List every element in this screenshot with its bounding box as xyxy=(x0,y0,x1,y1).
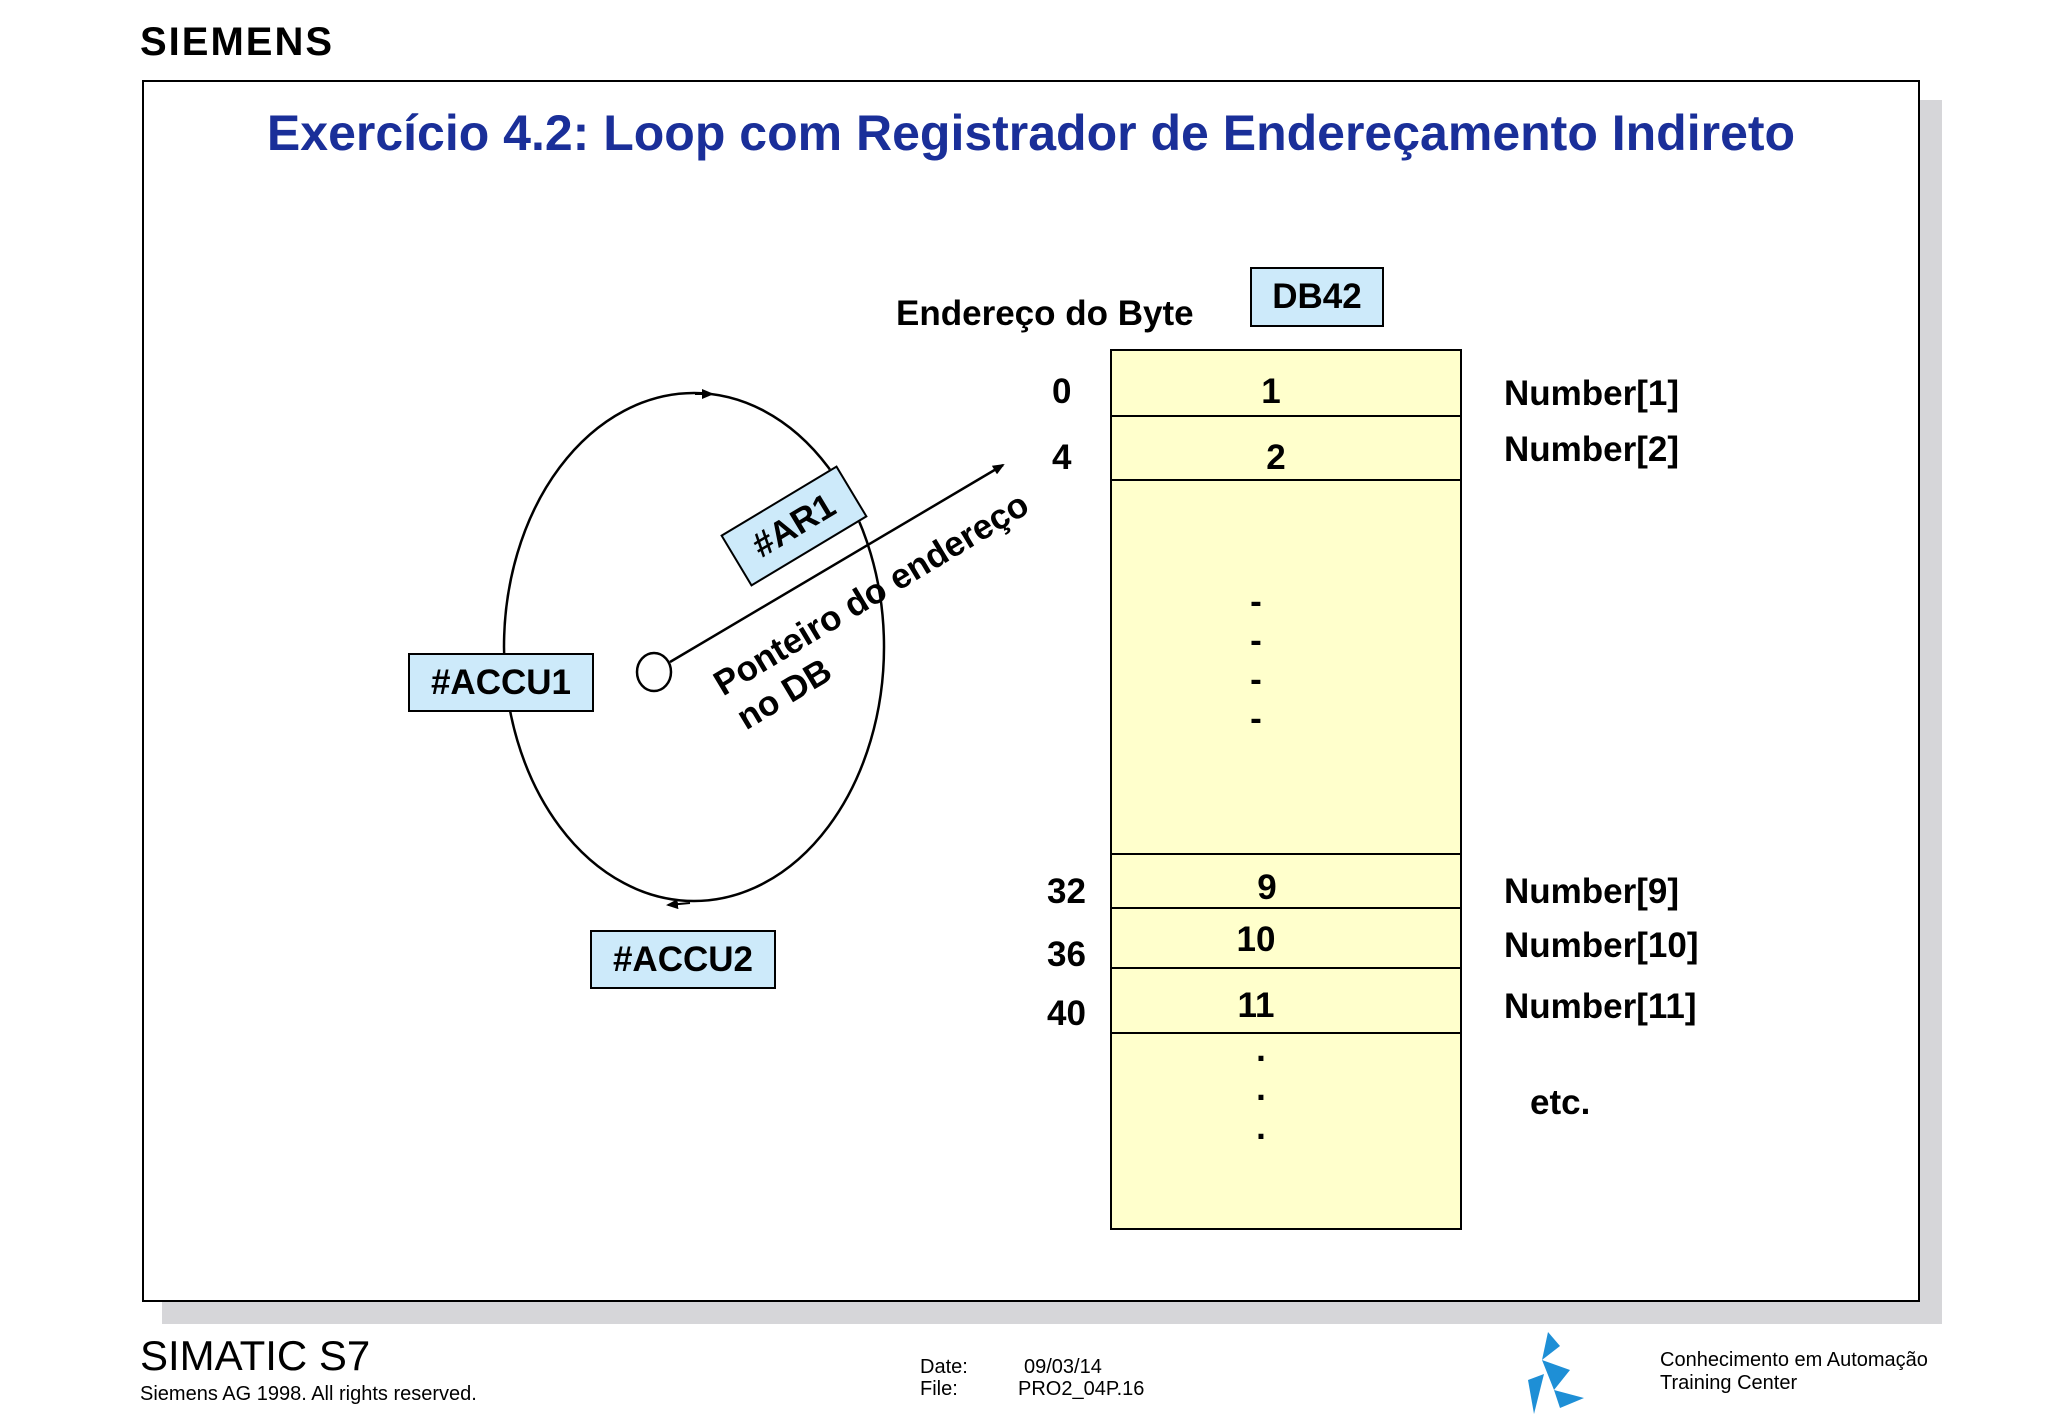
middle-ellipsis: - - - - xyxy=(1250,582,1262,738)
etc-label: etc. xyxy=(1530,1083,1591,1122)
db-name-box: DB42 xyxy=(1250,267,1384,327)
db-cell-value: 9 xyxy=(1257,868,1277,907)
byte-address: 4 xyxy=(1052,438,1072,477)
db-row-divider xyxy=(1112,1032,1460,1034)
siemens-logo: SIEMENS xyxy=(140,20,335,64)
byte-address-header: Endereço do Byte xyxy=(896,294,1194,333)
db-cell-value: 11 xyxy=(1237,986,1275,1025)
db-row-divider xyxy=(1112,479,1460,481)
accu2-register-label: #ACCU2 xyxy=(612,939,754,979)
accu1-register-label: #ACCU1 xyxy=(430,662,572,702)
center-line1: Conhecimento em Automação xyxy=(1660,1349,1928,1371)
variable-name: Number[9] xyxy=(1504,872,1680,911)
byte-address: 40 xyxy=(1047,994,1086,1033)
db-cell-value: 2 xyxy=(1266,438,1286,477)
db-row-divider xyxy=(1112,907,1460,909)
variable-name: Number[1] xyxy=(1504,374,1680,413)
training-center-logo-icon xyxy=(1528,1332,1584,1414)
pointer-arrow xyxy=(669,463,1005,664)
db-row-divider xyxy=(1112,967,1460,969)
db-cell-value: 1 xyxy=(1261,372,1281,411)
date-label: Date: xyxy=(920,1356,968,1378)
variable-name: Number[10] xyxy=(1504,926,1699,965)
variable-name: Number[2] xyxy=(1504,430,1680,469)
product-name: SIMATIC S7 xyxy=(140,1332,371,1379)
db-row-divider xyxy=(1112,853,1460,855)
accu2-register-box: #ACCU2 xyxy=(590,930,776,989)
center-line2: Training Center xyxy=(1660,1372,1798,1394)
db-name-label: DB42 xyxy=(1272,277,1362,316)
slide-title: Exercício 4.2: Loop com Registrador de E… xyxy=(266,105,1796,161)
variable-name: Number[11] xyxy=(1504,987,1697,1026)
bottom-ellipsis: . . . xyxy=(1256,1030,1266,1147)
accu1-register-box: #ACCU1 xyxy=(408,653,594,712)
db-cell-value: 10 xyxy=(1236,920,1276,959)
copyright: Siemens AG 1998. All rights reserved. xyxy=(140,1383,477,1405)
byte-address: 32 xyxy=(1047,872,1086,911)
date-value: 09/03/14 xyxy=(1024,1356,1102,1378)
loop-ellipse xyxy=(502,391,886,903)
file-label: File: xyxy=(920,1378,958,1400)
file-value: PRO2_04P.16 xyxy=(1018,1378,1145,1400)
byte-address: 0 xyxy=(1052,372,1072,411)
pointer-origin-circle xyxy=(635,651,673,693)
byte-address: 36 xyxy=(1047,935,1086,974)
db-row-divider xyxy=(1112,415,1460,417)
loop-arrow-bottom xyxy=(666,899,691,910)
db42-block xyxy=(1110,349,1462,1230)
